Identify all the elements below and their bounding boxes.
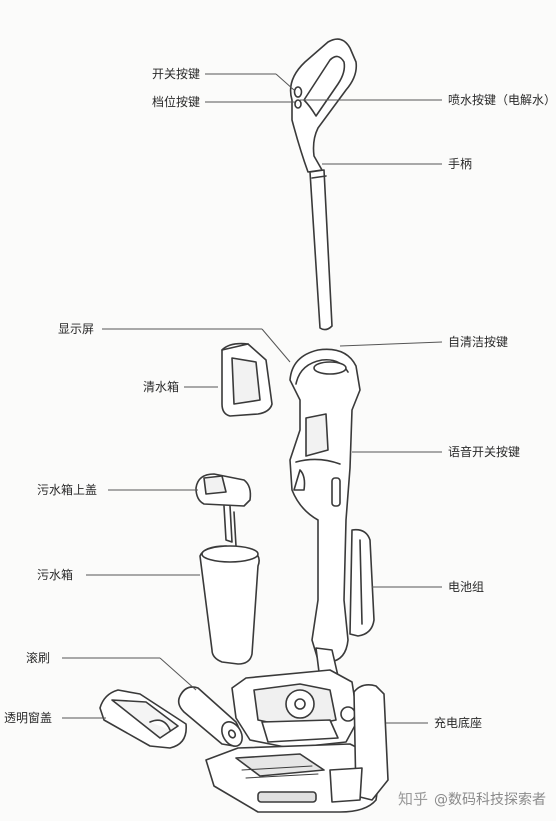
watermark: 知乎 @数码科技探索者	[398, 788, 546, 809]
label-clean-tank: 清水箱	[143, 380, 180, 394]
dirty-tank-shape	[199, 545, 260, 665]
voice-switch-shape	[331, 477, 341, 507]
gear-button-shape	[294, 99, 302, 109]
battery-pack	[349, 528, 375, 637]
label-handle: 手柄	[448, 157, 473, 171]
handle-grip	[289, 38, 358, 173]
label-transparent-cover: 透明窗盖	[4, 711, 53, 725]
dirty-tank-lid-shape	[195, 473, 252, 547]
label-display: 显示屏	[58, 322, 95, 336]
zhihu-logo: 知乎	[397, 790, 428, 808]
main-body	[289, 348, 361, 663]
label-roller-brush: 滚刷	[26, 651, 51, 665]
watermark-author: @数码科技探索者	[434, 792, 546, 808]
label-battery: 电池组	[448, 580, 485, 594]
clean-tank-shape	[221, 342, 273, 417]
label-dirty-tank-lid: 污水箱上盖	[37, 483, 98, 497]
power-button-shape	[293, 86, 303, 98]
label-dirty-tank: 污水箱	[37, 568, 74, 582]
label-self-clean-button: 自清洁按键	[448, 335, 509, 349]
label-charging-base: 充电底座	[434, 716, 483, 730]
self-clean-button-shape	[313, 361, 347, 375]
handle-shaft	[309, 169, 333, 331]
label-gear-button: 档位按键	[152, 95, 201, 109]
roller-brush-shape	[177, 686, 243, 747]
leader-lines	[62, 73, 443, 724]
label-spray-button: 喷水按键（电解水）	[448, 93, 556, 107]
label-voice-switch: 语音开关按键	[448, 445, 521, 459]
window-cover-shape	[99, 689, 187, 749]
floor-head	[231, 669, 359, 749]
charging-base-shape	[205, 684, 389, 813]
label-power-button: 开关按键	[152, 67, 201, 81]
